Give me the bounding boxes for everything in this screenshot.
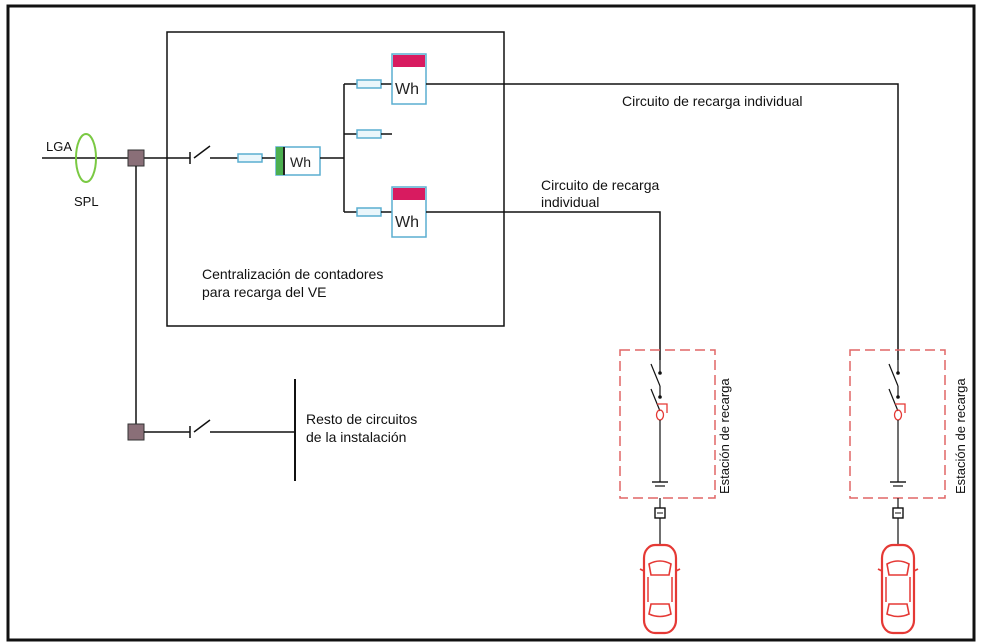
rest-circuits-label-line1: Resto de circuitos <box>306 411 418 427</box>
meter-icon: Wh <box>275 146 321 176</box>
spl-ring <box>75 133 97 183</box>
charging-station-2 <box>849 349 946 544</box>
meter-icon: Wh <box>391 53 427 105</box>
meter-centralization-box <box>166 31 505 327</box>
junction-box-upper <box>127 149 145 167</box>
meter-icon: Wh <box>391 186 427 238</box>
charging-station-1 <box>619 349 716 544</box>
centralization-label-line2: para recarga del VE <box>202 284 327 300</box>
junction-box-lower <box>127 423 145 441</box>
switch-icon <box>189 419 295 438</box>
spl-label: SPL <box>74 194 99 209</box>
outer-frame <box>6 4 976 642</box>
plug-icon <box>654 507 666 519</box>
ground-icon <box>652 481 668 487</box>
fuse-icon <box>356 79 382 89</box>
circuit-label-top: Circuito de recarga individual <box>622 93 803 109</box>
station-label-2: Estación de recarga <box>953 378 968 494</box>
meter-label-bottom: Wh <box>395 214 419 231</box>
meter-label-main: Wh <box>290 154 311 170</box>
meter-label-top: Wh <box>395 81 419 98</box>
circuit-label-mid-line1: Circuito de recarga <box>541 177 660 193</box>
centralization-label-line1: Centralización de contadores <box>202 266 384 282</box>
car-icon <box>877 543 919 635</box>
circuit-line-top <box>426 83 899 360</box>
lga-label: LGA <box>46 139 73 154</box>
car-icon <box>639 543 681 635</box>
plug-icon <box>892 507 904 519</box>
circuit-label-mid-line2: individual <box>541 194 600 210</box>
fuse-icon <box>356 129 382 139</box>
circuit-line-mid <box>426 211 661 360</box>
fuse-icon <box>237 153 263 163</box>
switch-icon <box>189 145 238 164</box>
fuse-icon <box>356 207 382 217</box>
rest-circuits-label-line2: de la instalación <box>306 429 407 445</box>
ground-icon <box>890 481 906 487</box>
station-label-1: Estación de recarga <box>717 378 732 494</box>
